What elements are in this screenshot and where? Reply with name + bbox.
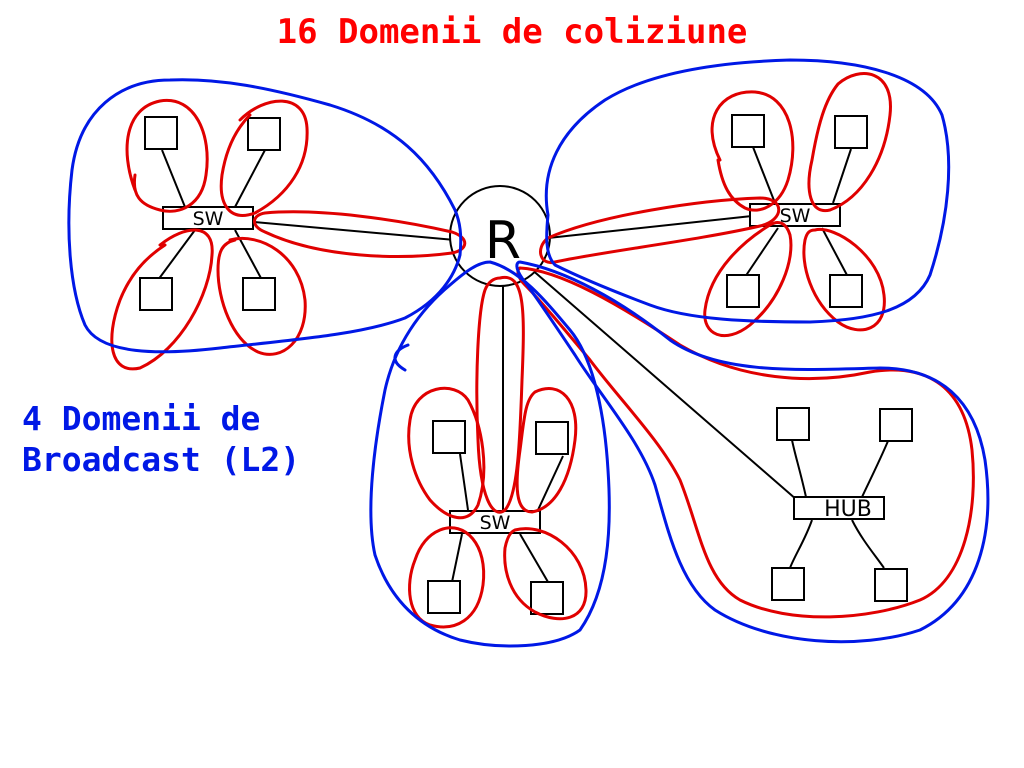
switch-bottom-label: SW <box>480 512 511 534</box>
broadcast-domain <box>544 58 951 324</box>
pc-device <box>427 580 461 614</box>
collision-domain-loop <box>503 527 588 621</box>
collision-domain-loop <box>515 387 578 514</box>
pc-device <box>139 277 173 311</box>
broadcast-domains <box>67 58 990 648</box>
pc-device <box>432 420 466 454</box>
collision-domain-loop <box>110 228 214 371</box>
collision-domain-loop <box>253 210 467 258</box>
link-router-hub <box>529 267 798 501</box>
collision-domain-loop <box>703 221 793 338</box>
topology-links <box>157 146 889 583</box>
collision-domain-hub <box>516 266 975 619</box>
network-nodes: SW SW SW HUB R <box>162 185 885 534</box>
pc-device <box>776 407 810 441</box>
collision-domains <box>110 72 975 629</box>
broadcast-domain <box>369 260 611 648</box>
broadcast-domain <box>515 260 990 644</box>
pc-device <box>731 114 765 148</box>
collision-domain-loop <box>408 526 486 629</box>
pc-device <box>242 277 276 311</box>
collision-domain-loop <box>219 99 309 217</box>
pc-device <box>535 421 569 455</box>
broadcast-label-line2: Broadcast (L2) <box>22 440 301 479</box>
broadcast-label-line1: 4 Domenii de <box>22 399 261 438</box>
pc-device <box>771 567 805 601</box>
collision-domain-loop <box>539 196 781 265</box>
collision-domain-loop <box>802 227 886 332</box>
hub <box>793 496 885 520</box>
collision-domain-loop <box>807 72 892 213</box>
broadcast-domain-stroke <box>393 343 410 372</box>
link-router-switch-left <box>253 221 456 241</box>
collision-domain-loop <box>475 275 525 514</box>
collision-domain-loop <box>710 90 795 212</box>
pc-device <box>726 274 760 308</box>
diagram-title: 16 Domenii de coliziune <box>276 12 748 52</box>
pc-device <box>247 117 281 151</box>
broadcast-domains-label: 4 Domenii de Broadcast (L2) <box>22 398 300 480</box>
pc-device <box>144 116 178 150</box>
pc-device <box>874 568 908 602</box>
broadcast-domain <box>67 78 463 354</box>
hub-label: HUB <box>824 497 872 522</box>
link-router-switch-right <box>547 215 753 239</box>
collision-domain-loop <box>407 386 486 520</box>
pc-device <box>834 115 868 149</box>
collision-domain-loop <box>216 237 307 356</box>
end-devices <box>139 114 913 615</box>
pc-device <box>829 274 863 308</box>
pc-device <box>879 408 913 442</box>
collision-domain-loop <box>125 98 209 213</box>
pc-device <box>530 581 564 615</box>
switch-left-label: SW <box>193 208 224 230</box>
link-hub-device <box>791 439 807 498</box>
switch-right-label: SW <box>780 205 811 227</box>
